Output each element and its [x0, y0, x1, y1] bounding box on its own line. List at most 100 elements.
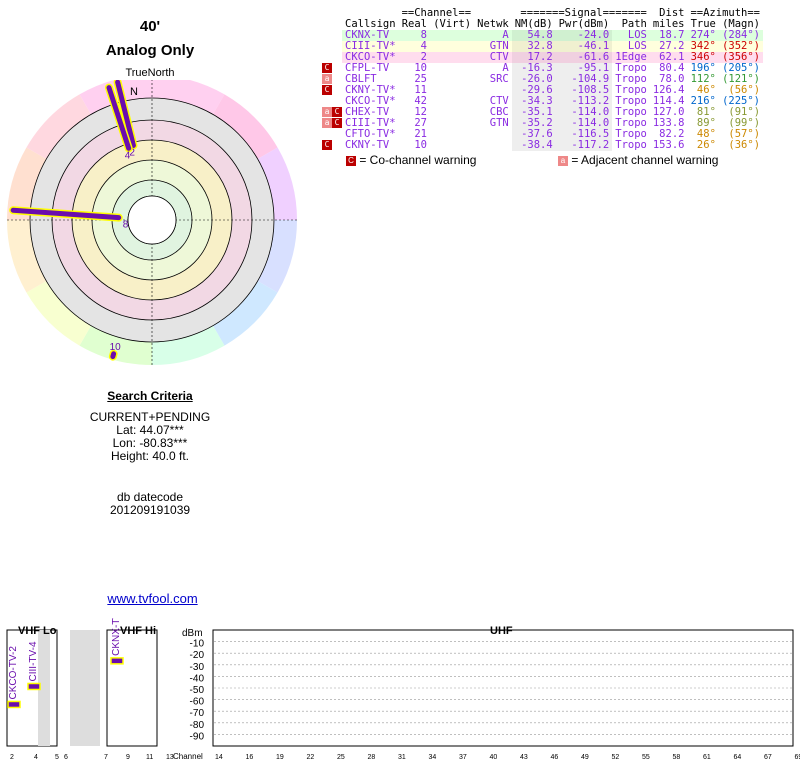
cochannel-icon: C [322, 63, 332, 73]
channel-tick: 9 [126, 754, 130, 761]
north-label: TrueNorth [125, 67, 175, 79]
criteria-height: Height: 40.0 ft. [110, 449, 190, 463]
cell-dist: 126.4 [652, 84, 685, 96]
warning-cell [322, 30, 342, 41]
criteria-lat: Lat: 44.07*** [116, 423, 184, 437]
cell-pwr: -114.0 [555, 118, 613, 129]
vhf-hi-box [106, 629, 158, 747]
cell-pwr: -108.5 [555, 85, 613, 96]
adjacent-icon: a [322, 107, 332, 117]
cell-virt [430, 96, 474, 107]
channel-tick: 13 [166, 754, 174, 761]
uhf-label: UHF [490, 625, 513, 637]
warning-cell: C [322, 140, 342, 151]
col-header: Pwr(dBm) [558, 18, 610, 30]
cell-callsign: CKNY-TV [345, 139, 390, 151]
cell-callsign: CBLFT [345, 73, 377, 85]
cell-magn: (56°) [728, 84, 761, 96]
cell-netwk [474, 129, 512, 140]
col-header: Path [621, 18, 647, 30]
cell-magn: (352°) [722, 40, 761, 52]
cell-real: 10 [414, 62, 427, 74]
search-criteria: Search Criteria CURRENT+PENDING Lat: 44.… [0, 390, 300, 517]
dbm-tick: -30 [190, 662, 205, 673]
cell-magn: (225°) [722, 95, 761, 107]
warning-cell [322, 41, 342, 52]
cell-magn: (36°) [728, 139, 761, 151]
cell-magn: (99°) [728, 117, 761, 129]
adjacent-icon: a [322, 118, 332, 128]
uhf-box [212, 629, 794, 747]
cell-netwk: A [502, 62, 509, 74]
col-header: (Virt) [433, 18, 472, 30]
cell-virt [430, 107, 474, 118]
antenna-height: 40' [139, 18, 161, 35]
station-bar [110, 351, 117, 360]
cell-netwk: SRC [489, 73, 509, 85]
north-marker: N [130, 86, 138, 98]
station-table-container: ==Channel== =======Signal======= Dist ==… [322, 8, 764, 167]
cell-real: 42 [414, 95, 427, 107]
cell-virt [430, 129, 474, 140]
channel-tick: 16 [246, 754, 254, 761]
channel-tick: 6 [64, 754, 68, 761]
channel-tick: 52 [612, 754, 620, 761]
adjacent-icon: a [558, 155, 568, 166]
cell-path: Tropo [615, 95, 647, 107]
cell-virt [430, 41, 474, 52]
signal-marker [7, 700, 21, 709]
warning-cell [322, 52, 342, 63]
cell-true: 216° [690, 95, 716, 107]
channel-tick: 43 [520, 754, 528, 761]
channel-tick: 31 [398, 754, 406, 761]
warning-cell: C [322, 85, 342, 96]
cell-dist: 80.4 [659, 62, 685, 74]
cell-nm: -29.6 [511, 85, 556, 96]
channel-tick: 58 [673, 754, 681, 761]
legend-cochannel-text: = Co-channel warning [359, 153, 477, 167]
col-header: (Magn) [722, 18, 761, 30]
cell-path: Tropo [615, 73, 647, 85]
cell-real: 25 [414, 73, 427, 85]
cell-virt [430, 74, 474, 85]
cell-nm: -16.3 [511, 63, 556, 74]
station-label: 10 [110, 342, 122, 353]
channel-tick: 67 [764, 754, 772, 761]
tvfool-link[interactable]: www.tvfool.com [107, 591, 198, 606]
station-table: ==Channel== =======Signal======= Dist ==… [322, 8, 764, 151]
cochannel-icon: C [332, 107, 342, 117]
criteria-lon: Lon: -80.83*** [112, 436, 188, 450]
cell-netwk: GTN [489, 40, 509, 52]
cell-pwr: -24.0 [555, 30, 613, 41]
cell-path: Tropo [615, 62, 647, 74]
cell-dist: 18.7 [659, 29, 685, 41]
cell-magn: (57°) [728, 128, 761, 140]
channel-tick: 34 [429, 754, 437, 761]
cell-magn: (356°) [722, 51, 761, 63]
cell-virt [430, 118, 474, 129]
cell-dist: 27.2 [659, 40, 685, 52]
col-header: miles [652, 18, 685, 30]
channel-tick: 14 [215, 754, 223, 761]
cell-path: Tropo [615, 128, 647, 140]
cell-magn: (205°) [722, 62, 761, 74]
cell-virt [430, 140, 474, 151]
signal-label: CKNX-TV [111, 618, 122, 656]
cell-real: 21 [414, 128, 427, 140]
channel-tick: 37 [459, 754, 467, 761]
cell-true: 346° [690, 51, 716, 63]
cell-virt [430, 52, 474, 63]
cell-pwr: -116.5 [555, 129, 613, 140]
